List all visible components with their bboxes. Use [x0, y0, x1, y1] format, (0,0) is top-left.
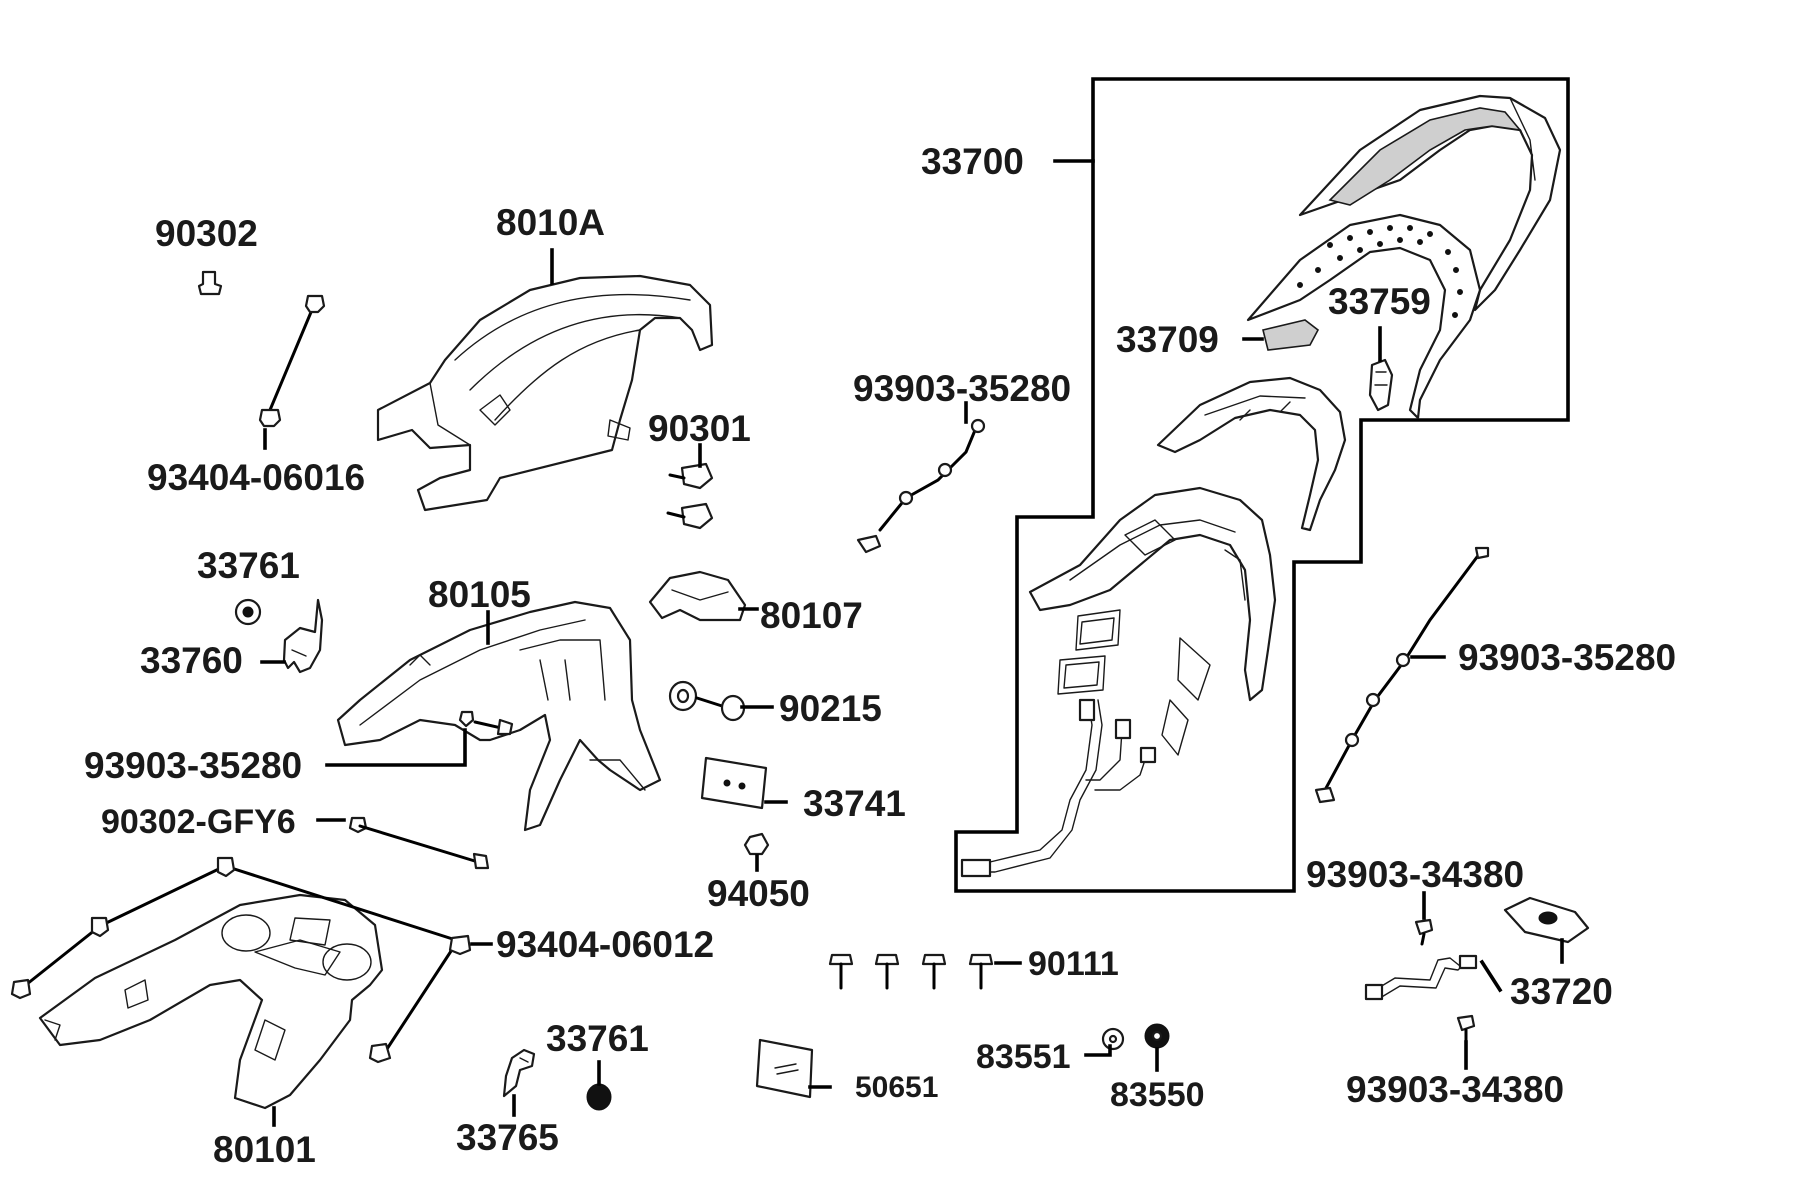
label-93903-34380-top: 93903-34380	[1306, 854, 1524, 895]
label-93903-35280-mid: 93903-35280	[853, 368, 1071, 409]
part-wiring-harness	[960, 609, 1211, 878]
label-33765: 33765	[456, 1117, 559, 1158]
label-50651: 50651	[855, 1071, 938, 1104]
label-80101: 80101	[213, 1129, 316, 1170]
label-33761-bottom: 33761	[546, 1018, 649, 1059]
part-33720-license-light	[1364, 896, 1590, 1001]
part-83550-grommet	[1144, 1023, 1170, 1049]
part-93903-35280-right-screws	[1314, 546, 1490, 804]
part-inner-frame	[1156, 376, 1347, 532]
leader-33720	[1479, 959, 1503, 993]
part-90301-nuts	[666, 462, 714, 530]
label-90301: 90301	[648, 408, 751, 449]
label-80105: 80105	[428, 574, 531, 615]
label-33720: 33720	[1510, 971, 1613, 1012]
leader-83551	[1084, 1044, 1112, 1057]
label-83551: 83551	[976, 1038, 1071, 1076]
part-90215-bushing	[668, 680, 746, 722]
part-90302-screw	[197, 270, 223, 296]
part-83551-washer	[1101, 1027, 1125, 1051]
part-93903-35280-left-screws	[458, 710, 514, 736]
label-90215: 90215	[779, 688, 882, 729]
label-33760: 33760	[140, 640, 243, 681]
part-33741-plate	[700, 756, 768, 810]
part-50651-plate	[755, 1038, 814, 1099]
label-93404-06016: 93404-06016	[147, 457, 365, 498]
leader-93903-35280-left	[325, 728, 467, 767]
label-93903-34380-bottom: 93903-34380	[1346, 1069, 1564, 1110]
part-90302-GFY6-screw	[348, 816, 490, 870]
part-33709-reflector	[1262, 319, 1320, 351]
label-33741: 33741	[803, 783, 906, 824]
part-tail-housing	[1246, 213, 1482, 420]
part-80105-grab-rail	[336, 600, 662, 832]
part-93903-34380-bottom-screw	[1456, 1014, 1476, 1042]
part-90111-bolts	[828, 953, 994, 990]
label-33700: 33700	[921, 141, 1024, 182]
part-33761-grommet-bottom	[586, 1083, 612, 1111]
part-main-frame	[1028, 486, 1277, 702]
label-93903-35280-left: 93903-35280	[84, 745, 302, 786]
part-33700-tail-lens	[1298, 94, 1562, 312]
label-93903-35280-right: 93903-35280	[1458, 637, 1676, 678]
label-8010A: 8010A	[496, 202, 605, 243]
part-80101-rear-undercover	[38, 893, 384, 1110]
assembly-group-outline	[954, 77, 1570, 893]
label-33761-top: 33761	[197, 545, 300, 586]
label-90302: 90302	[155, 213, 258, 254]
part-93903-34380-top-screw	[1414, 918, 1434, 946]
part-33761-grommet-top	[234, 598, 262, 626]
part-93903-35280-mid-screws	[856, 418, 986, 554]
label-90111: 90111	[1028, 945, 1119, 983]
part-8010A-rear-fender	[376, 274, 714, 512]
part-33759-bracket	[1368, 358, 1394, 412]
label-93404-06012: 93404-06012	[496, 924, 714, 965]
label-94050: 94050	[707, 873, 810, 914]
label-90302-GFY6: 90302-GFY6	[101, 803, 296, 841]
part-33765-sensor	[502, 1048, 536, 1098]
part-94050-nut	[743, 832, 770, 856]
label-33709: 33709	[1116, 319, 1219, 360]
part-93404-06016-bolts	[258, 294, 326, 428]
label-80107: 80107	[760, 595, 863, 636]
part-33760-clip	[282, 598, 324, 674]
label-33759: 33759	[1328, 281, 1431, 322]
label-83550: 83550	[1110, 1076, 1205, 1114]
part-93404-06012-bolts	[10, 856, 472, 1064]
part-80107-cover	[648, 570, 747, 622]
